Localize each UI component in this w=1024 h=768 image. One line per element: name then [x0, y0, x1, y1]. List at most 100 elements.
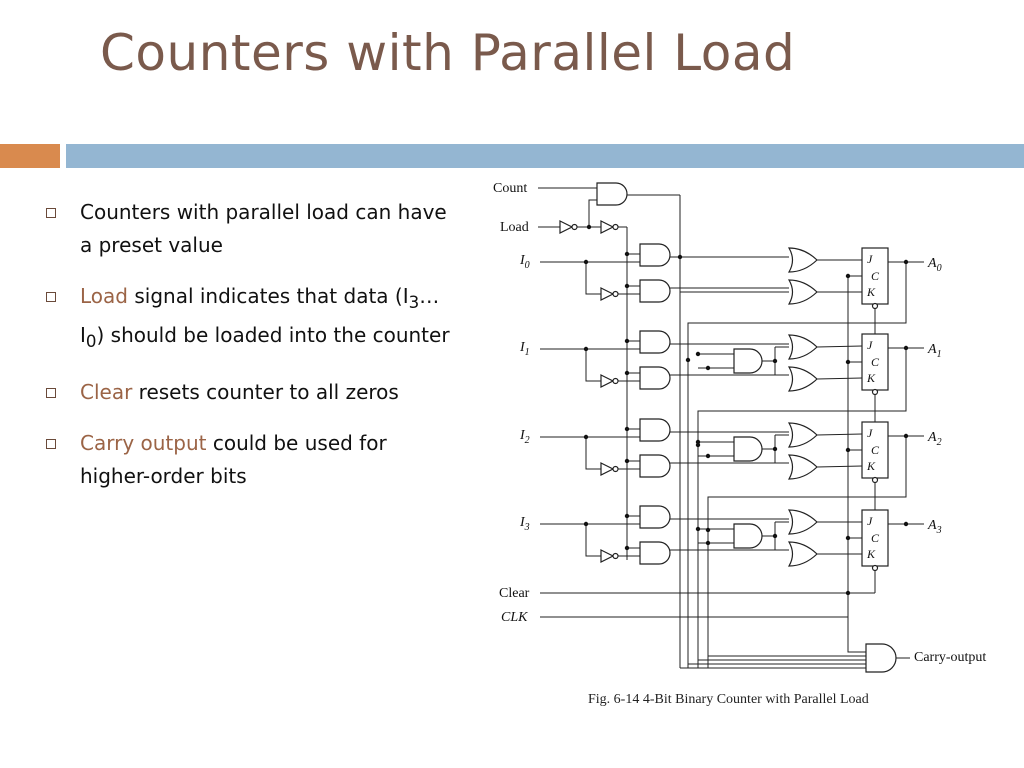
not-gate	[559, 220, 574, 234]
or-gate	[787, 366, 818, 392]
junction-dot	[845, 590, 851, 596]
jk-k-label: K	[866, 371, 876, 385]
wire	[585, 437, 601, 470]
inverter-bubble	[612, 465, 619, 473]
jk-j-label: J	[867, 338, 873, 352]
wire	[687, 262, 907, 668]
junction-dot	[624, 251, 630, 257]
clear-bubble	[871, 302, 879, 310]
and-gate	[639, 243, 671, 267]
jk-j-label: J	[867, 426, 873, 440]
wire	[585, 349, 601, 382]
inverter-bubble	[612, 377, 619, 385]
data-input-label: I3	[519, 515, 530, 533]
jk-c-label: C	[871, 355, 880, 369]
inverter-bubble	[612, 552, 619, 560]
junction-dot	[903, 345, 909, 351]
clk-label: CLK	[501, 610, 528, 625]
bullet-square-icon	[46, 388, 56, 398]
junction-dot	[695, 442, 701, 448]
junction-dot	[583, 346, 589, 352]
junction-dot	[903, 259, 909, 265]
bullet-item: Load signal indicates that data (I3…I0) …	[40, 280, 460, 358]
or-gate	[787, 454, 818, 480]
load-label: Load	[500, 220, 529, 235]
or-gate	[787, 247, 818, 273]
junction-dot	[677, 254, 683, 260]
bullet-text: ) should be loaded into the counter	[96, 323, 450, 347]
and-gate	[639, 541, 671, 565]
bullet-subscript: 0	[85, 332, 97, 351]
junction-dot	[772, 446, 778, 452]
and-gate	[733, 436, 763, 462]
junction-dot	[705, 453, 711, 459]
wire	[707, 437, 907, 668]
jk-c-label: C	[871, 443, 880, 457]
bullet-square-icon	[46, 208, 56, 218]
junction-dot	[624, 513, 630, 519]
wire	[816, 465, 863, 468]
jk-flipflop	[861, 509, 889, 567]
header-bar	[66, 144, 1024, 168]
or-gate	[787, 334, 818, 360]
and-gate	[639, 505, 671, 529]
inverter-bubble	[612, 223, 619, 231]
jk-flipflop	[861, 421, 889, 479]
and-gate	[733, 348, 763, 374]
jk-c-label: C	[871, 531, 880, 545]
junction-dot	[845, 535, 851, 541]
data-input-label: I1	[519, 340, 530, 358]
jk-c-label: C	[871, 269, 880, 283]
junction-dot	[624, 426, 630, 432]
wire	[585, 524, 601, 557]
junction-dot	[695, 526, 701, 532]
wire	[847, 617, 866, 653]
and-gate	[639, 330, 671, 354]
bullet-text: …I	[80, 284, 440, 347]
and-gate	[639, 418, 671, 442]
bullet-subscript: 3	[408, 293, 420, 312]
jk-k-label: K	[866, 547, 876, 561]
bullet-text: Counters with parallel load can have a p…	[80, 200, 447, 257]
junction-dot	[624, 283, 630, 289]
not-gate	[600, 287, 615, 301]
junction-dot	[624, 458, 630, 464]
bullet-list: Counters with parallel load can have a p…	[40, 196, 460, 511]
bullet-text: resets counter to all zeros	[132, 380, 399, 404]
and-gate	[639, 454, 671, 478]
junction-dot	[705, 527, 711, 533]
wire	[585, 262, 601, 295]
not-gate	[600, 220, 615, 234]
junction-dot	[583, 434, 589, 440]
slide-title: Counters with Parallel Load	[100, 24, 796, 82]
clear-label: Clear	[499, 586, 530, 601]
and-gate	[639, 279, 671, 303]
wire	[816, 345, 863, 348]
clear-bubble	[871, 564, 879, 572]
or-gate	[787, 279, 818, 305]
wire	[697, 349, 907, 668]
junction-dot	[845, 273, 851, 279]
junction-dot	[624, 370, 630, 376]
figure-caption: Fig. 6-14 4-Bit Binary Counter with Para…	[588, 692, 869, 707]
and-gate	[733, 523, 763, 549]
junction-dot	[903, 433, 909, 439]
bullet-square-icon	[46, 439, 56, 449]
not-gate	[600, 549, 615, 563]
jk-k-label: K	[866, 285, 876, 299]
bullet-square-icon	[46, 292, 56, 302]
and-gate	[596, 182, 628, 206]
or-gate	[787, 541, 818, 567]
bullet-item: Counters with parallel load can have a p…	[40, 196, 460, 262]
bullet-keyword: Load	[80, 284, 128, 308]
junction-dot	[583, 521, 589, 527]
bullet-text: could be used for higher-order bits	[80, 431, 387, 488]
junction-dot	[772, 533, 778, 539]
data-input-label: I2	[519, 428, 530, 446]
output-label: A3	[927, 518, 942, 536]
junction-dot	[695, 351, 701, 357]
count-label: Count	[493, 181, 527, 196]
clear-bubble	[871, 388, 879, 396]
not-gate	[600, 374, 615, 388]
